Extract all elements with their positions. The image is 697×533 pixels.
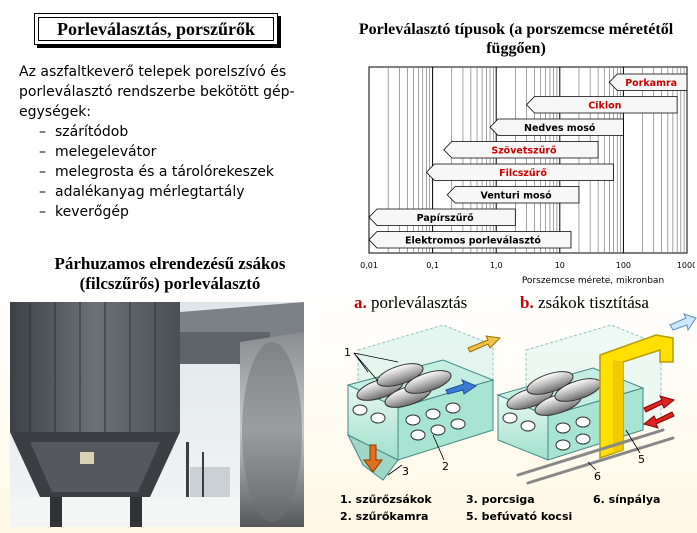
number-5: 5 bbox=[638, 453, 645, 466]
number-1: 1 bbox=[344, 346, 351, 359]
list-item: –melegelevátor bbox=[39, 142, 309, 162]
range-bar-shape bbox=[446, 186, 580, 204]
x-tick-label: 1000 bbox=[677, 261, 695, 270]
range-bar: Papírszűrő bbox=[368, 208, 516, 226]
air-inlet-arrow bbox=[669, 313, 697, 332]
legend-6: 6. sínpálya bbox=[593, 493, 660, 506]
list-item: –keverőgép bbox=[39, 202, 309, 222]
inlet-arrow bbox=[467, 335, 502, 353]
range-bar-shape bbox=[368, 208, 516, 226]
list-dash: – bbox=[39, 144, 46, 160]
range-bar: Elektromos porleválasztó bbox=[368, 231, 572, 249]
x-tick-label: 1,0 bbox=[490, 261, 503, 270]
legend-2: 2. szűrőkamra bbox=[340, 510, 428, 523]
diagram-b-text: zsákok tisztítása bbox=[538, 293, 649, 312]
list-item-text: szárítódob bbox=[55, 124, 129, 140]
number-3: 3 bbox=[402, 465, 409, 478]
filter-unit-b: 5 6 bbox=[496, 313, 697, 485]
range-bar-label: Papírszűrő bbox=[417, 213, 474, 224]
range-bar-shape bbox=[489, 118, 624, 136]
intro-list: –szárítódob –melegelevátor –melegrosta é… bbox=[19, 122, 309, 222]
chart-x-label: Porszemcse mérete, mikronban bbox=[522, 275, 664, 285]
page-title: Porleválasztás, porszűrők bbox=[38, 17, 274, 41]
range-bar-shape bbox=[608, 73, 688, 91]
filter-plant-photo bbox=[10, 302, 304, 527]
number-6: 6 bbox=[594, 470, 601, 483]
range-bar-shape bbox=[525, 96, 678, 114]
list-dash: – bbox=[39, 184, 46, 200]
range-bar-label: Elektromos porleválasztó bbox=[405, 235, 541, 246]
list-item: –adalékanyag mérlegtartály bbox=[39, 182, 309, 202]
range-bar-label: Porkamra bbox=[625, 78, 677, 89]
range-bar-label: Filcszűrő bbox=[499, 168, 547, 179]
x-tick-label: 100 bbox=[616, 261, 631, 270]
range-bar: Ciklon bbox=[525, 96, 678, 114]
outlet-arrow bbox=[445, 379, 478, 395]
diagram-b-header: b. zsákok tisztítása bbox=[520, 293, 649, 312]
move-arrow-left bbox=[642, 411, 675, 429]
number-2: 2 bbox=[442, 460, 449, 473]
chart-ticks: 0,01 0,1 1,0 10 100 1000 bbox=[360, 261, 695, 270]
range-bar: Venturi mosó bbox=[446, 186, 580, 204]
list-dash: – bbox=[39, 124, 46, 140]
range-bar-shape bbox=[368, 231, 572, 249]
range-bar: Nedves mosó bbox=[489, 118, 624, 136]
list-item-text: keverőgép bbox=[55, 204, 129, 220]
list-item-text: melegrosta és a tárolórekeszek bbox=[55, 164, 275, 180]
range-bar: Porkamra bbox=[608, 73, 688, 91]
range-bar-label: Szövetszűrő bbox=[491, 145, 557, 156]
list-dash: – bbox=[39, 204, 46, 220]
range-bar-shape bbox=[443, 141, 599, 159]
diagram-a-text: porleválasztás bbox=[371, 293, 467, 312]
x-tick-label: 10 bbox=[555, 261, 565, 270]
list-dash: – bbox=[39, 164, 46, 180]
move-arrow-right bbox=[643, 395, 676, 413]
filter-unit-a: 1 2 3 bbox=[344, 324, 502, 481]
intro-text: Az aszfaltkeverő telepek porelszívó és p… bbox=[19, 64, 295, 120]
x-tick-label: 0,1 bbox=[426, 261, 439, 270]
parallel-filter-title: Párhuzamos elrendezésű zsákos (filcszűrő… bbox=[54, 254, 286, 293]
legend-5: 5. befúvató kocsi bbox=[466, 510, 572, 523]
intro-section: Az aszfaltkeverő telepek porelszívó és p… bbox=[19, 62, 309, 222]
list-item: –szárítódob bbox=[39, 122, 309, 142]
range-bar-label: Ciklon bbox=[588, 100, 621, 111]
legend-3: 3. porcsiga bbox=[466, 493, 535, 506]
x-tick-label: 0,01 bbox=[360, 261, 378, 270]
range-bar-label: Venturi mosó bbox=[480, 190, 552, 201]
range-bar-shape bbox=[425, 163, 614, 181]
diagram-legend: 1. szűrőzsákok 2. szűrőkamra 3. porcsiga… bbox=[340, 493, 660, 523]
diagram-a-letter: a. bbox=[354, 293, 367, 312]
diagram-a-header: a. porleválasztás bbox=[354, 293, 467, 312]
filter-diagram: a. porleválasztás b. zsákok tisztítása bbox=[340, 293, 697, 523]
list-item-text: melegelevátor bbox=[55, 144, 157, 160]
chart-title: Porleválasztó típusok (a porszemcse mére… bbox=[358, 21, 674, 57]
range-bar: Szövetszűrő bbox=[443, 141, 599, 159]
range-bar: Filcszűrő bbox=[425, 163, 614, 181]
legend-1: 1. szűrőzsákok bbox=[340, 493, 432, 506]
diagram-b-letter: b. bbox=[520, 293, 534, 312]
list-item: –melegrosta és a tárolórekeszek bbox=[39, 162, 309, 182]
rail-track bbox=[516, 428, 675, 485]
list-item-text: adalékanyag mérlegtartály bbox=[55, 184, 245, 200]
title-box: Porleválasztás, porszűrők bbox=[34, 13, 278, 45]
dust-arrow bbox=[363, 444, 383, 473]
range-bar-label: Nedves mosó bbox=[524, 123, 596, 134]
